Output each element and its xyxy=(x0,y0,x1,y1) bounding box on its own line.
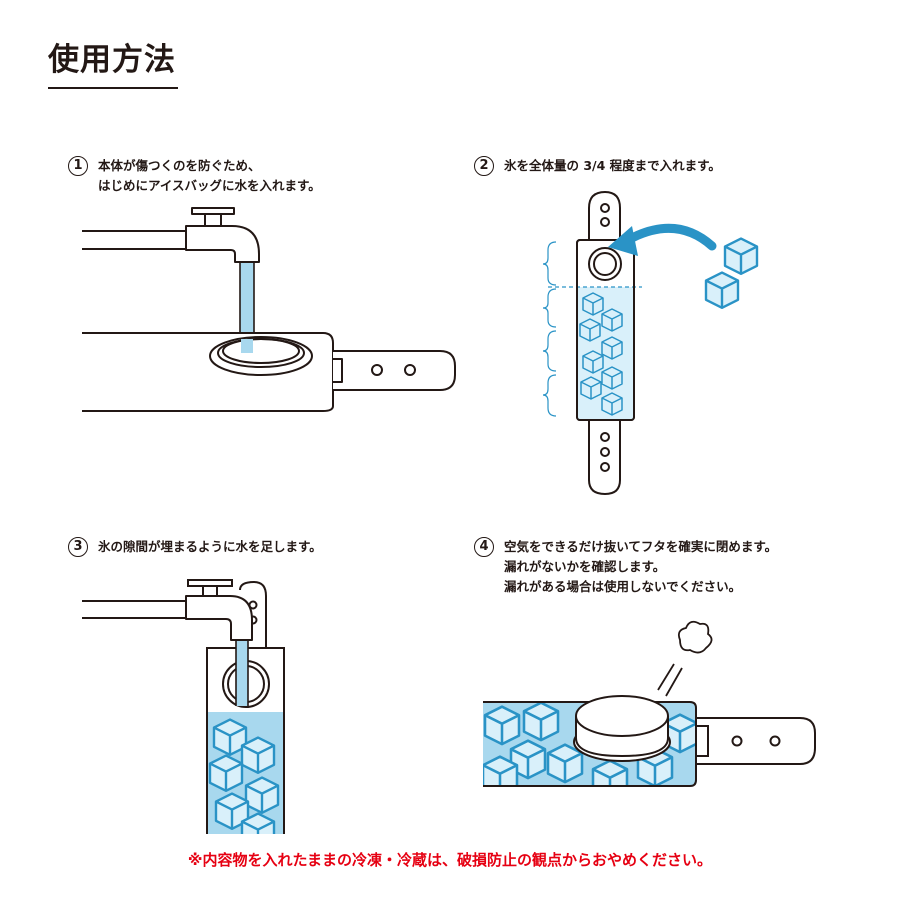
step-3-line-1: 氷の隙間が埋まるように水を足します。 xyxy=(98,539,322,554)
step-4-line-1: 空気をできるだけ抜いてフタを確実に閉めます。 xyxy=(504,539,778,554)
step-1-caption: 1 本体が傷つくのを防ぐため、 はじめにアイスバッグに水を入れます。 xyxy=(68,156,321,196)
step-4-line-2: 漏れがないかを確認します。 xyxy=(504,559,666,574)
page-title: 使用方法 xyxy=(48,42,176,78)
step-4-line-3: 漏れがある場合は使用しないでください。 xyxy=(504,579,742,594)
step-1-line-1: 本体が傷つくのを防ぐため、 xyxy=(98,158,261,173)
step-3-number: 3 xyxy=(68,537,88,557)
step-4-number: 4 xyxy=(474,537,494,557)
step-3-illustration xyxy=(82,579,285,834)
step-1-illustration xyxy=(82,207,456,412)
title-underline xyxy=(48,87,178,89)
warning-note: ※内容物を入れたままの冷凍・冷蔵は、破損防止の観点からおやめください。 xyxy=(187,851,713,869)
step-2-line-1: 氷を全体量の 3/4 程度まで入れます。 xyxy=(504,158,721,173)
step-4-illustration xyxy=(483,620,816,787)
step-1-line-2: はじめにアイスバッグに水を入れます。 xyxy=(98,178,321,193)
step-1-number: 1 xyxy=(68,156,88,176)
step-4-caption: 4 空気をできるだけ抜いてフタを確実に閉めます。 漏れがないかを確認します。 漏… xyxy=(474,537,777,597)
step-2-caption: 2 氷を全体量の 3/4 程度まで入れます。 xyxy=(474,156,721,176)
step-2-number: 2 xyxy=(474,156,494,176)
step-2-illustration xyxy=(542,190,759,496)
step-3-caption: 3 氷の隙間が埋まるように水を足します。 xyxy=(68,537,322,557)
